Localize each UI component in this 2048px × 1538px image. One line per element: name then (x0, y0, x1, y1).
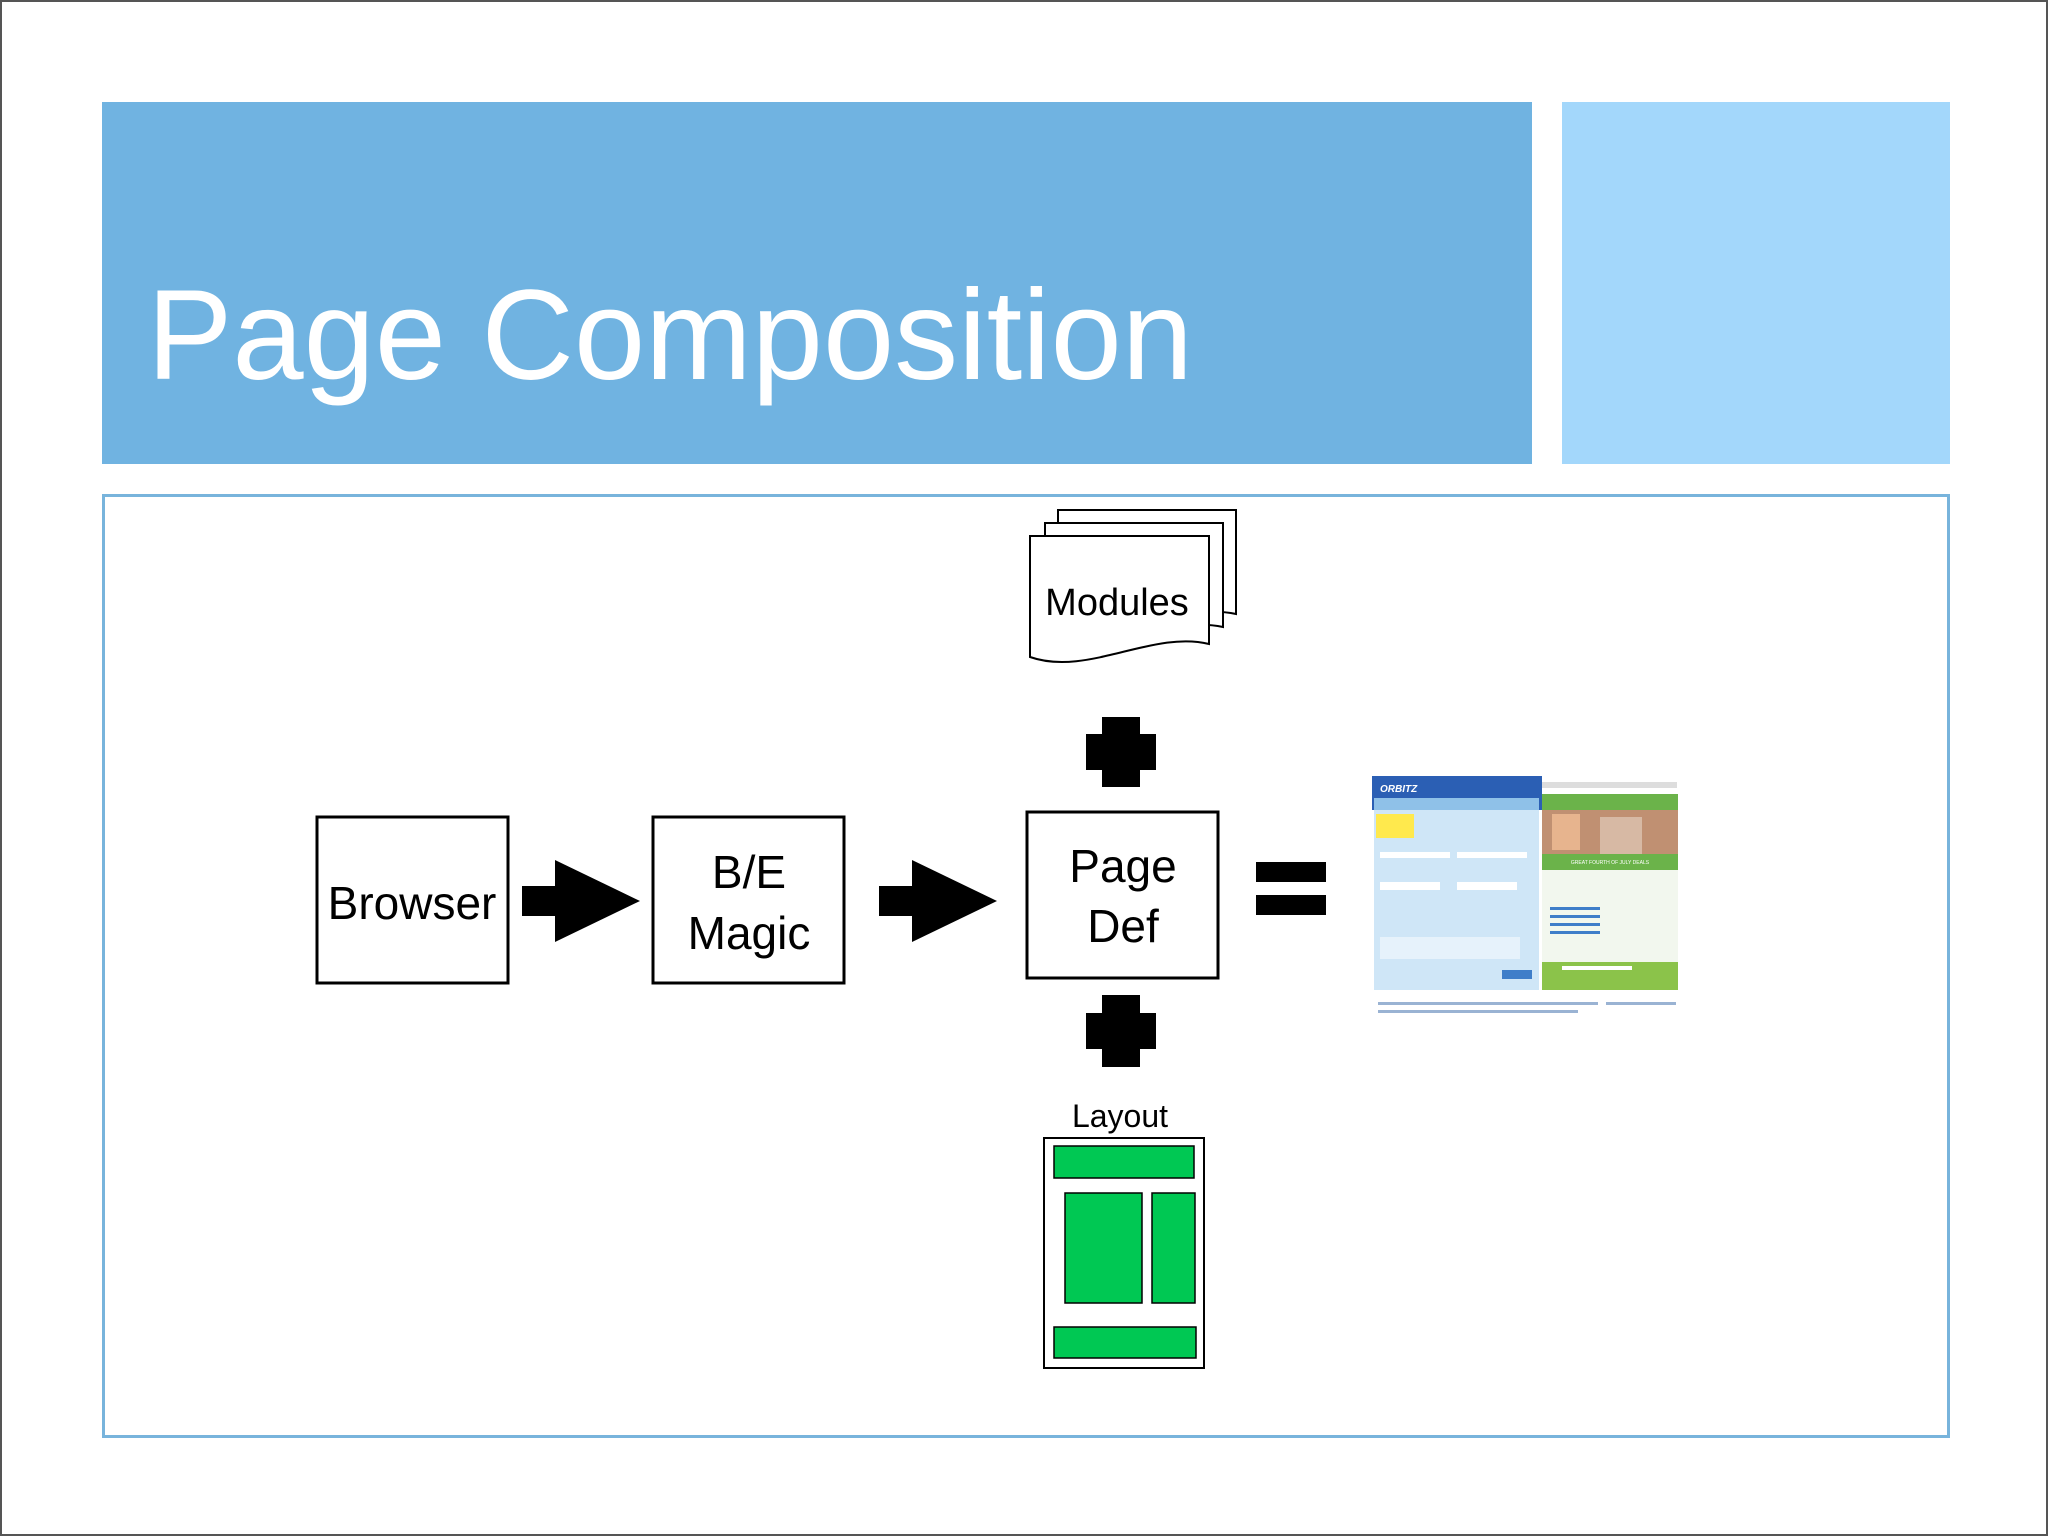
layout-wireframe (1043, 1137, 1205, 1369)
layout-main-column (1064, 1192, 1143, 1304)
document-stack-icon (1029, 509, 1237, 663)
be-magic-label-line1: B/E (712, 846, 786, 898)
plus-icon (1086, 717, 1156, 787)
page-def-node: Page Def (1025, 810, 1220, 980)
equals-icon (1256, 862, 1326, 915)
modules-node: Modules (1029, 509, 1237, 663)
thumbnail-brand: ORBITZ (1380, 784, 1418, 795)
layout-label: Layout (1072, 1098, 1168, 1134)
layout-footer-block (1053, 1326, 1197, 1359)
thumbnail-headline: GREAT FOURTH OF JULY DEALS (1571, 860, 1650, 866)
arrow-right-icon (879, 860, 997, 942)
arrow-right-icon (522, 860, 640, 942)
title-band (102, 102, 1532, 464)
browser-node: Browser (315, 815, 510, 985)
page-def-label-line1: Page (1069, 840, 1176, 892)
layout-side-column (1151, 1192, 1196, 1304)
slide-title: Page Composition (147, 264, 1193, 407)
result-page-thumbnail: ORBITZ GREAT FOURTH OF JULY DEALS (1370, 774, 1680, 1014)
be-magic-node: B/E Magic (651, 815, 846, 985)
plus-icon (1086, 995, 1156, 1067)
title-accent-box (1562, 102, 1950, 464)
browser-label: Browser (328, 877, 497, 929)
modules-label: Modules (1045, 582, 1189, 624)
page-def-label-line2: Def (1087, 900, 1159, 952)
be-magic-label-line2: Magic (688, 907, 811, 959)
layout-header-block (1053, 1145, 1195, 1179)
